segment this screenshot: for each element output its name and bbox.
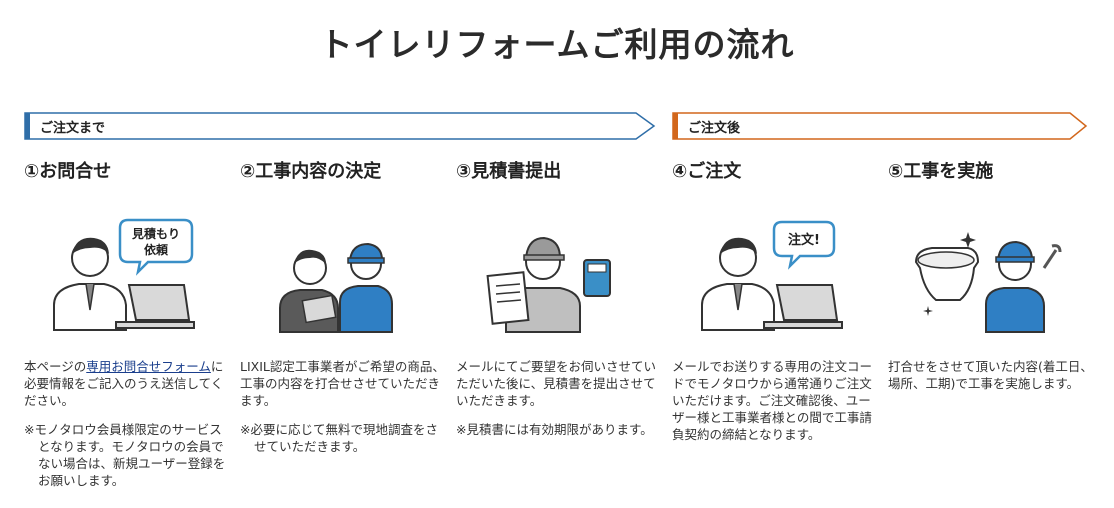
desc-main: メールでお送りする専用の注文コードでモノタロウから通常通りご注文いただけます。ご… [672,359,873,442]
inquiry-form-link[interactable]: 専用お問合せフォーム [86,359,211,374]
step-note: ※見積書には有効期限があります。 [456,422,653,437]
arrow-banner-shape [24,112,656,140]
person-ordering-illustration: 注文! [701,220,843,331]
person-with-laptop-illustration: 見積もり 依頼 [53,218,195,331]
step-title: ③見積書提出 [456,161,562,182]
desc-main: メールにてご要望をお伺いさせていただいた後に、見積書を提出させていただきます。 [456,359,657,408]
step-inquiry: ①お問合せ 見積もり 依頼 本ページの専用お問合せフォームに必要情報をご記入のう… [24,160,229,488]
phase-banner-before-order: ご注文まで [24,112,656,140]
worker-with-estimate-illustration [486,236,611,333]
step-description: メールでお送りする専用の注文コードでモノタロウから通常通りご注文いただけます。ご… [672,358,877,443]
step-estimate: ③見積書提出 メールにてご要望をお伺いさせていただいた後に、見積書を提出させてい… [456,160,661,437]
step-note: ※必要に応じて無料で現地調査をさせていただきます。 [240,422,438,454]
phase-label: ご注文後 [688,121,741,136]
bubble-text-line2: 依頼 [144,242,169,257]
phase-banner-after-order: ご注文後 [672,112,1088,140]
arrow-banner-shape [672,112,1088,140]
desc-prefix: 本ページの [24,359,87,374]
step-description: 本ページの専用お問合せフォームに必要情報をご記入のうえ送信してください。 ※モノ… [24,358,229,489]
bubble-text: 注文! [788,232,820,248]
desc-suffix: に必要情報をご記入のうえ送信してください。 [24,359,224,408]
meeting-with-worker-illustration [279,242,393,333]
step-note: ※モノタロウ会員様限定のサービスとなります。モノタロウの会員でない場合は、新規ユ… [24,422,226,488]
step-description: 打合せをさせて頂いた内容(着工日、場所、工期)で工事を実施します。 [888,358,1093,392]
step-title: ①お問合せ [24,161,112,182]
step-title: ⑤工事を実施 [888,161,994,182]
desc-main: LIXIL認定工事業者がご希望の商品、工事の内容を打合せさせていただきます。 [240,359,445,408]
toilet-and-worker-illustration [914,232,1062,333]
step-construction: ⑤工事を実施 打合せをさせて頂いた内容(着工日、場所、工期)で工事を実施します。 [888,160,1093,391]
step-decide-content: ②工事内容の決定 LIXIL認定工事業者がご希望の商品、工事の内容を打合せさせて… [240,160,445,454]
step-order: ④ご注文 注文! メールでお送りする専用の注文コードでモノタロウから通常通りご注… [672,160,877,442]
step-description: メールにてご要望をお伺いさせていただいた後に、見積書を提出させていただきます。 … [456,358,661,438]
step-description: LIXIL認定工事業者がご希望の商品、工事の内容を打合せさせていただきます。 ※… [240,358,445,455]
step-title: ②工事内容の決定 [240,161,382,182]
desc-main: 打合せをさせて頂いた内容(着工日、場所、工期)で工事を実施します。 [888,359,1093,391]
step-title: ④ご注文 [672,161,742,182]
page-title: トイレリフォームご利用の流れ [319,25,795,64]
bubble-text-line1: 見積もり [131,226,180,241]
phase-label: ご注文まで [40,121,106,136]
